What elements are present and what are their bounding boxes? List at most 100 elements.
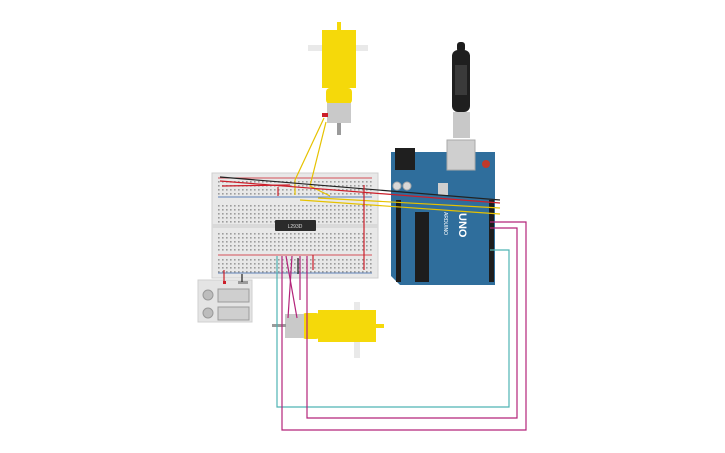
breadboard-hole[interactable]: [254, 233, 256, 235]
breadboard-hole[interactable]: [318, 217, 320, 219]
breadboard-hole[interactable]: [270, 271, 272, 273]
breadboard-hole[interactable]: [314, 185, 316, 187]
breadboard-hole[interactable]: [362, 241, 364, 243]
breadboard-hole[interactable]: [266, 209, 268, 211]
breadboard-hole[interactable]: [234, 237, 236, 239]
wire-motor-top-yellow-2[interactable]: [309, 121, 331, 197]
breadboard-hole[interactable]: [246, 213, 248, 215]
breadboard-hole[interactable]: [326, 213, 328, 215]
breadboard-hole[interactable]: [366, 245, 368, 247]
breadboard-hole[interactable]: [314, 213, 316, 215]
breadboard-hole[interactable]: [334, 271, 336, 273]
breadboard-hole[interactable]: [354, 213, 356, 215]
breadboard-hole[interactable]: [218, 181, 220, 183]
wire-red-short[interactable]: [221, 184, 291, 187]
breadboard-hole[interactable]: [282, 189, 284, 191]
breadboard-hole[interactable]: [286, 209, 288, 211]
breadboard-hole[interactable]: [310, 259, 312, 261]
breadboard-hole[interactable]: [326, 249, 328, 251]
breadboard-hole[interactable]: [278, 259, 280, 261]
breadboard-hole[interactable]: [338, 217, 340, 219]
breadboard-hole[interactable]: [238, 267, 240, 269]
breadboard-hole[interactable]: [294, 213, 296, 215]
breadboard-hole[interactable]: [370, 271, 372, 273]
breadboard-hole[interactable]: [342, 205, 344, 207]
breadboard-hole[interactable]: [262, 213, 264, 215]
breadboard-hole[interactable]: [310, 217, 312, 219]
breadboard-hole[interactable]: [350, 189, 352, 191]
breadboard-hole[interactable]: [298, 259, 300, 261]
breadboard-hole[interactable]: [358, 217, 360, 219]
breadboard-hole[interactable]: [310, 271, 312, 273]
breadboard-hole[interactable]: [322, 209, 324, 211]
breadboard-hole[interactable]: [250, 271, 252, 273]
breadboard-hole[interactable]: [346, 221, 348, 223]
breadboard-hole[interactable]: [318, 271, 320, 273]
breadboard-hole[interactable]: [326, 263, 328, 265]
breadboard-hole[interactable]: [342, 181, 344, 183]
analog-header[interactable]: [396, 200, 401, 282]
breadboard-hole[interactable]: [314, 233, 316, 235]
breadboard-hole[interactable]: [274, 221, 276, 223]
breadboard-hole[interactable]: [310, 213, 312, 215]
breadboard-hole[interactable]: [306, 233, 308, 235]
breadboard-hole[interactable]: [270, 245, 272, 247]
breadboard-hole[interactable]: [282, 263, 284, 265]
breadboard-hole[interactable]: [258, 213, 260, 215]
breadboard-hole[interactable]: [366, 205, 368, 207]
usb-port[interactable]: [446, 139, 476, 171]
breadboard-hole[interactable]: [218, 221, 220, 223]
breadboard-hole[interactable]: [278, 193, 280, 195]
breadboard-hole[interactable]: [226, 205, 228, 207]
breadboard-hole[interactable]: [366, 221, 368, 223]
breadboard-hole[interactable]: [354, 193, 356, 195]
breadboard-hole[interactable]: [254, 271, 256, 273]
breadboard-hole[interactable]: [242, 181, 244, 183]
breadboard-hole[interactable]: [354, 267, 356, 269]
breadboard-hole[interactable]: [302, 181, 304, 183]
breadboard-hole[interactable]: [234, 217, 236, 219]
breadboard-hole[interactable]: [326, 241, 328, 243]
breadboard-hole[interactable]: [318, 221, 320, 223]
breadboard-hole[interactable]: [226, 221, 228, 223]
breadboard-hole[interactable]: [346, 189, 348, 191]
breadboard-hole[interactable]: [342, 233, 344, 235]
breadboard-hole[interactable]: [322, 263, 324, 265]
breadboard-hole[interactable]: [354, 237, 356, 239]
breadboard-hole[interactable]: [262, 245, 264, 247]
breadboard-hole[interactable]: [250, 233, 252, 235]
breadboard-hole[interactable]: [278, 263, 280, 265]
breadboard-hole[interactable]: [286, 213, 288, 215]
breadboard-hole[interactable]: [354, 217, 356, 219]
breadboard-hole[interactable]: [226, 267, 228, 269]
breadboard-hole[interactable]: [246, 181, 248, 183]
breadboard-hole[interactable]: [254, 241, 256, 243]
breadboard-hole[interactable]: [266, 267, 268, 269]
breadboard-hole[interactable]: [266, 221, 268, 223]
breadboard-hole[interactable]: [262, 189, 264, 191]
breadboard-hole[interactable]: [358, 263, 360, 265]
breadboard-hole[interactable]: [342, 241, 344, 243]
breadboard-hole[interactable]: [250, 245, 252, 247]
breadboard-hole[interactable]: [266, 249, 268, 251]
breadboard-hole[interactable]: [270, 181, 272, 183]
breadboard-hole[interactable]: [278, 271, 280, 273]
breadboard-hole[interactable]: [326, 209, 328, 211]
breadboard-hole[interactable]: [282, 217, 284, 219]
breadboard-hole[interactable]: [338, 233, 340, 235]
breadboard-hole[interactable]: [322, 193, 324, 195]
breadboard-hole[interactable]: [338, 263, 340, 265]
wire-red-power[interactable]: [219, 180, 501, 204]
breadboard-hole[interactable]: [226, 193, 228, 195]
breadboard-hole[interactable]: [314, 189, 316, 191]
breadboard-hole[interactable]: [290, 217, 292, 219]
breadboard-hole[interactable]: [326, 205, 328, 207]
breadboard-hole[interactable]: [362, 259, 364, 261]
breadboard-hole[interactable]: [262, 193, 264, 195]
breadboard-hole[interactable]: [358, 237, 360, 239]
breadboard-hole[interactable]: [306, 241, 308, 243]
breadboard-hole[interactable]: [262, 271, 264, 273]
wire-black-ground[interactable]: [219, 176, 501, 201]
breadboard-hole[interactable]: [298, 233, 300, 235]
breadboard-hole[interactable]: [222, 241, 224, 243]
